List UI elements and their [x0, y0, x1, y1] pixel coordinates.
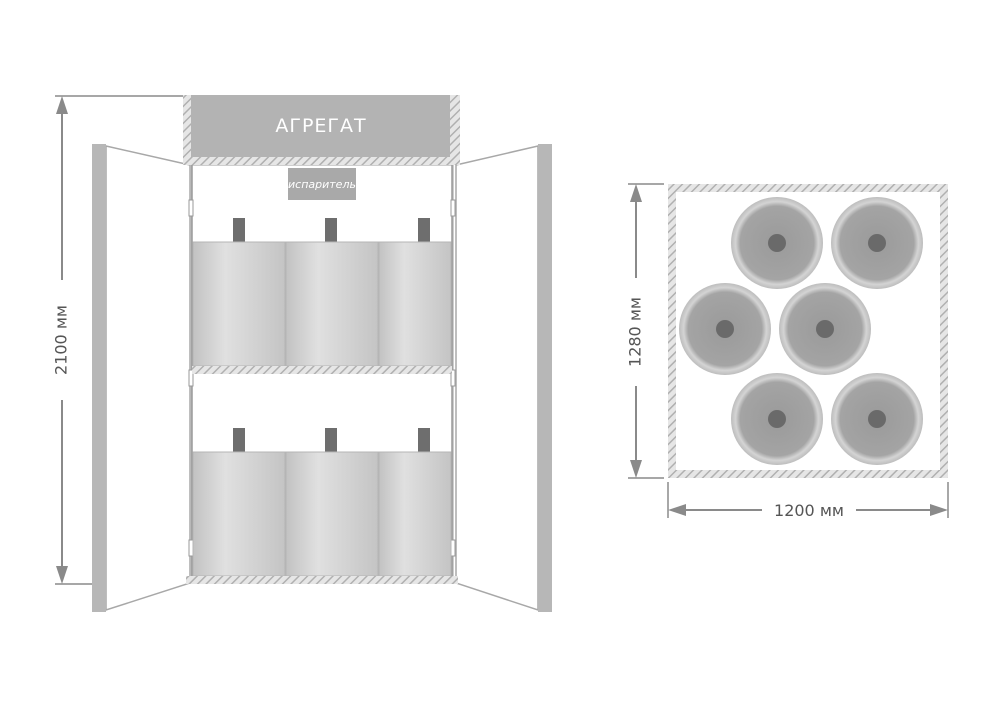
cylinder-top: [831, 373, 923, 465]
cylinder: [285, 451, 379, 577]
top-width-dimension: 1200 мм: [667, 482, 949, 520]
top-height-label: 1280 мм: [626, 297, 645, 367]
cylinder-top: [679, 283, 771, 375]
cylinder-top: [731, 373, 823, 465]
cylinder: [285, 241, 379, 367]
floor: [186, 576, 458, 584]
aggregate-unit: АГРЕГАТ: [183, 95, 460, 165]
evaporator-label: испаритель: [288, 178, 356, 191]
aggregate-label: АГРЕГАТ: [275, 115, 366, 137]
cylinder-top: [779, 283, 871, 375]
front-height-dimension: 2100 мм: [52, 95, 183, 585]
left-door: [92, 144, 191, 612]
cylinder-top: [831, 197, 923, 289]
cylinders-top: [679, 197, 923, 465]
cylinder: [192, 241, 286, 367]
lower-shelf: [186, 428, 458, 584]
front-height-label: 2100 мм: [52, 305, 71, 375]
shelf: [192, 366, 452, 374]
front-view: 2100 мм АГРЕГАТ: [52, 95, 552, 612]
top-height-dimension: 1280 мм: [626, 183, 664, 479]
right-door: [455, 144, 552, 612]
cylinder-top: [731, 197, 823, 289]
evaporator: испаритель: [288, 168, 356, 200]
top-view: 1280 мм 1200 мм: [626, 183, 949, 520]
cylinder: [192, 451, 286, 577]
cylinder: [378, 241, 452, 367]
top-width-label: 1200 мм: [774, 501, 844, 520]
cylinder: [378, 451, 452, 577]
upper-shelf: [192, 218, 452, 374]
